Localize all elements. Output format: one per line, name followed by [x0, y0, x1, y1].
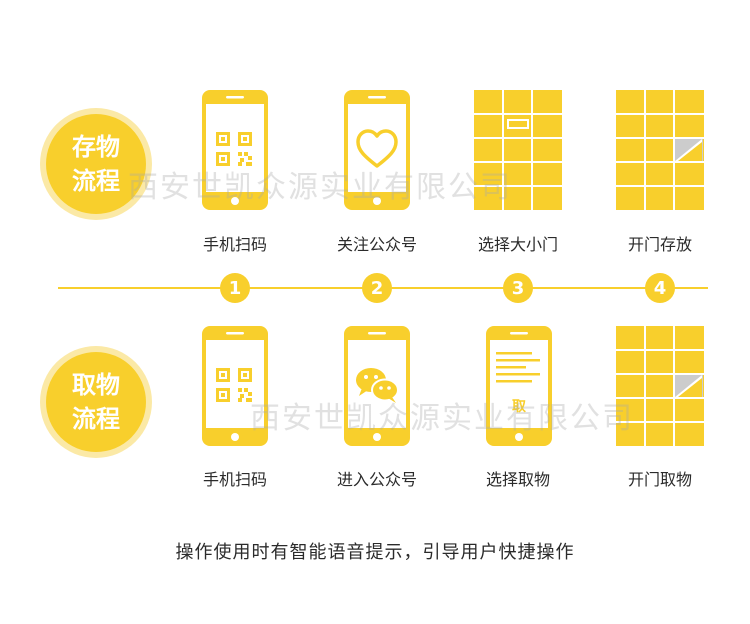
phone-retrieve-screen: 取	[486, 326, 552, 446]
retrieve-step-4-label: 开门取物	[627, 470, 692, 489]
store-badge-line2: 流程	[72, 167, 120, 195]
retrieve-step-3-label: 选择取物	[485, 470, 550, 489]
store-step-1-label: 手机扫码	[202, 235, 267, 254]
store-badge-line1: 存物	[72, 133, 120, 161]
timeline-step-3: 3	[503, 273, 533, 303]
retrieve-step-1-label: 手机扫码	[202, 470, 267, 489]
timeline-step-2: 2	[362, 273, 392, 303]
store-step-3-label: 选择大小门	[477, 235, 558, 254]
timeline-step-4: 4	[645, 273, 675, 303]
phone-heart-icon	[344, 90, 410, 210]
footer-note: 操作使用时有智能语音提示，引导用户快捷操作	[175, 542, 575, 563]
store-step-2-label: 关注公众号	[336, 235, 417, 254]
phone-qr-icon	[202, 326, 268, 446]
phone-qr-icon	[202, 90, 268, 210]
watermark-top: 西安世凯众源实业有限公司	[128, 170, 512, 205]
retrieve-screen-text: 取	[512, 399, 526, 415]
locker-select-icon	[474, 90, 562, 210]
store-step-4-label: 开门存放	[627, 235, 692, 254]
retrieve-step-2-label: 进入公众号	[336, 470, 417, 489]
timeline-step-1: 1	[220, 273, 250, 303]
watermark-bottom: 西安世凯众源实业有限公司	[250, 401, 634, 436]
retrieve-badge-line1: 取物	[72, 371, 120, 399]
store-process-badge: 存物 流程	[46, 114, 146, 214]
phone-list-icon	[486, 326, 552, 446]
retrieve-badge-line2: 流程	[72, 405, 120, 433]
locker-open-icon	[616, 90, 704, 210]
locker-open-icon	[616, 326, 704, 446]
retrieve-process-badge: 取物 流程	[46, 352, 146, 452]
phone-wechat-icon	[344, 326, 410, 446]
